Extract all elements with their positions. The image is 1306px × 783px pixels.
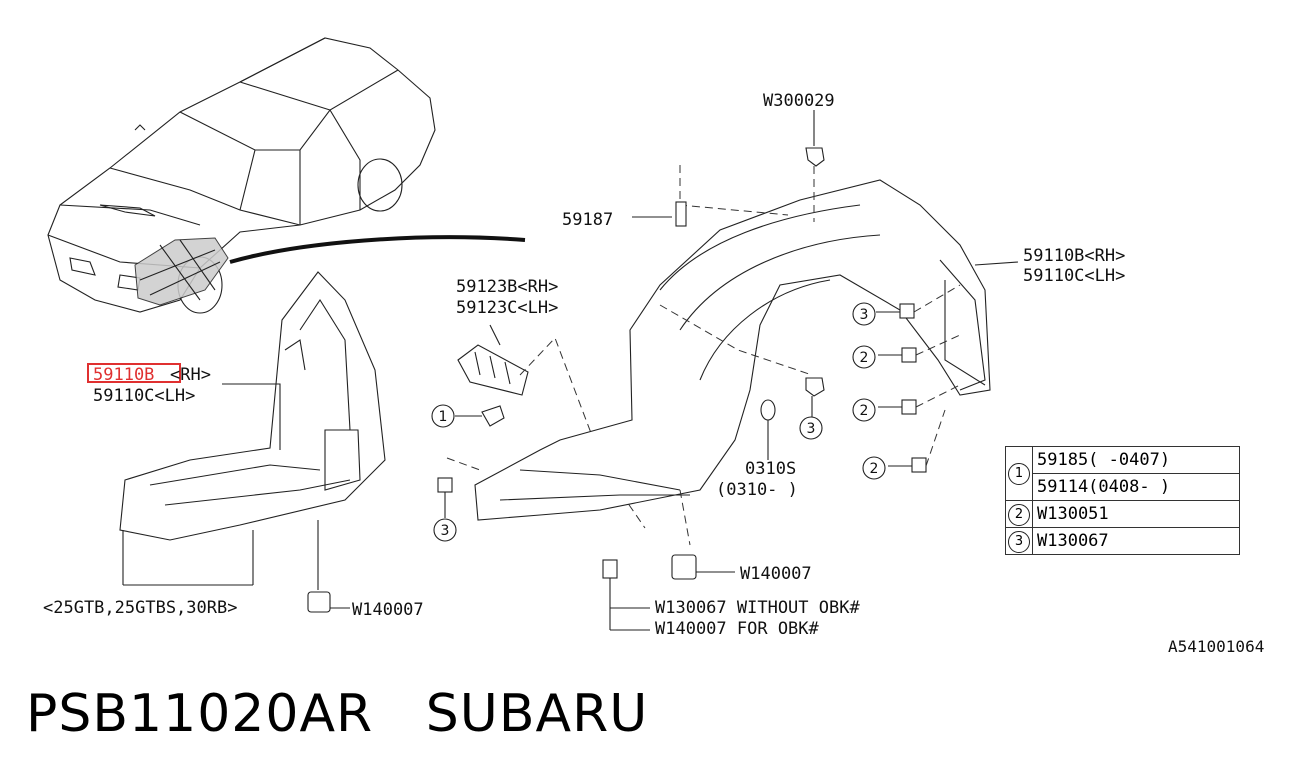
legend-value: 59114(0408- ) (1032, 473, 1240, 501)
label-w300029: W300029 (763, 91, 835, 111)
label-59110b-right: 59110B<RH> (1023, 246, 1125, 266)
label-w140007-mid: W140007 (740, 564, 812, 584)
legend-value: W130051 (1032, 500, 1240, 528)
label-59187: 59187 (562, 210, 613, 230)
label-w140007-left: W140007 (352, 600, 424, 620)
svg-text:3: 3 (441, 523, 450, 539)
callout-circle-3: 3 (433, 518, 457, 542)
svg-text:1: 1 (439, 409, 448, 425)
callout-circle-2: 2 (852, 345, 876, 369)
left-fender-liner (119, 271, 386, 590)
legend-row: 2 W130051 (1005, 500, 1240, 528)
label-59110c-left: 59110C<LH> (93, 386, 195, 406)
part-number-title: PSB11020AR (26, 684, 374, 744)
legend-num: 3 (1008, 530, 1030, 553)
fastener-w130067-bottom (602, 559, 650, 631)
label-0310s: 0310S (745, 459, 796, 479)
legend-num: 1 (1008, 463, 1030, 485)
svg-text:2: 2 (860, 350, 869, 366)
fastener-callout-3-left (437, 477, 453, 518)
legend-row: 3 W130067 (1005, 527, 1240, 555)
callout-circle-1: 1 (431, 404, 455, 428)
fastener-row-right (876, 261, 1019, 473)
callout-circle-3: 3 (852, 302, 876, 326)
legend-row: 1 59185( -0407) (1005, 446, 1240, 501)
legend-table: 1 59185( -0407) 59114(0408- ) 2 W130051 … (1005, 446, 1240, 555)
legend-num-cell: 1 (1005, 446, 1033, 501)
fastener-w140007-mid (671, 554, 735, 580)
label-59123b: 59123B<RH> (456, 277, 558, 297)
fastener-59187 (632, 201, 687, 227)
label-59123c: 59123C<LH> (456, 298, 558, 318)
fastener-callout-3-top (805, 377, 825, 418)
right-fender-liner (446, 165, 991, 546)
label-w130067-note: W130067 WITHOUT OBK# (655, 598, 860, 618)
label-w140007-note: W140007 FOR OBK# (655, 619, 820, 639)
clip-w140007-left (307, 591, 350, 613)
label-59110c-right: 59110C<LH> (1023, 266, 1125, 286)
legend-row: 59114(0408- ) (1006, 473, 1240, 501)
label-59110b-left: 59110B (93, 365, 154, 385)
legend-num-cell: 2 (1005, 500, 1033, 528)
label-0310s-range: (0310- ) (716, 480, 798, 500)
fastener-w300029 (805, 110, 825, 222)
svg-text:3: 3 (860, 307, 869, 323)
svg-text:3: 3 (807, 421, 816, 437)
car-illustration (47, 37, 526, 314)
brand-name: SUBARU (425, 684, 649, 744)
legend-num: 2 (1008, 503, 1030, 526)
callout-circle-2: 2 (852, 398, 876, 422)
callout-circle-3: 3 (799, 416, 823, 440)
label-variants: <25GTB,25GTBS,30RB> (43, 598, 237, 618)
svg-text:2: 2 (870, 461, 879, 477)
diagram-id: A541001064 (1168, 637, 1264, 656)
label-59110b-left-suffix: <RH> (170, 365, 211, 385)
footer-title: PSB11020AR SUBARU (26, 684, 648, 744)
legend-value: 59185( -0407) (1032, 446, 1240, 474)
legend-value: W130067 (1032, 527, 1240, 555)
callout-circle-2: 2 (862, 456, 886, 480)
svg-text:2: 2 (860, 403, 869, 419)
fastener-callout-1 (455, 405, 505, 427)
highlight-box (87, 363, 181, 383)
legend-num-cell: 3 (1005, 527, 1033, 555)
